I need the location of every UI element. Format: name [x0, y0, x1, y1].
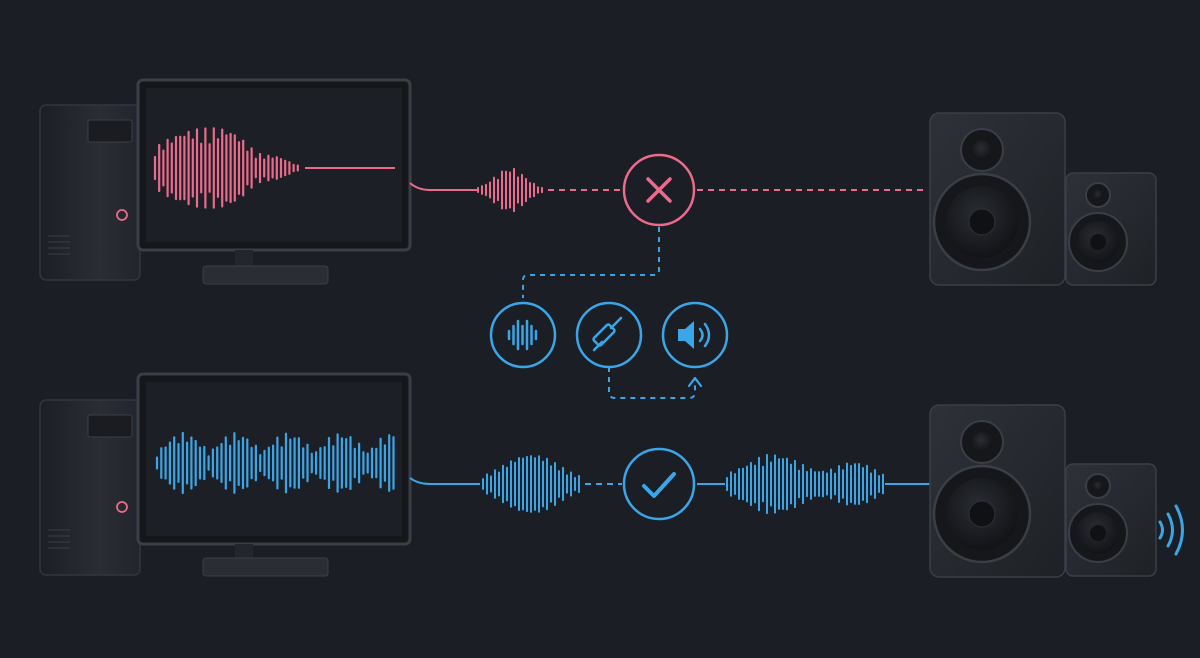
cable-waveform-fading [477, 167, 543, 213]
power-led-icon [116, 501, 128, 513]
cable-waveform [482, 455, 580, 513]
x-icon [646, 177, 672, 203]
step-audio-wave [489, 301, 557, 369]
power-led-icon [116, 209, 128, 221]
speaker-volume-icon [678, 321, 711, 349]
failed-cable [409, 182, 478, 191]
dashed-connector [522, 227, 660, 298]
arrow-up-icon [687, 376, 703, 388]
checkmark-icon [642, 472, 676, 498]
troubleshoot-path [489, 227, 729, 399]
monitor-waveform-distorted [153, 127, 299, 209]
large-speaker [929, 404, 1066, 578]
dashed-connector [608, 367, 696, 399]
failed-row [39, 78, 1157, 286]
audio-jack-icon [592, 316, 623, 352]
step-speaker-volume [661, 301, 729, 369]
working-cable [409, 477, 480, 485]
audio-wave-icon [507, 319, 538, 351]
step-audio-jack [575, 301, 643, 369]
small-speaker [1065, 172, 1157, 286]
speaker-pair [929, 404, 1184, 578]
monitor [136, 78, 412, 285]
computer-tower [39, 104, 141, 281]
monitor-waveform-clean [155, 431, 395, 495]
small-speaker [1065, 463, 1157, 577]
computer-tower [39, 399, 141, 576]
sound-waves-icon [1158, 504, 1184, 556]
large-speaker [929, 112, 1066, 286]
speaker-pair [929, 112, 1157, 286]
working-row [39, 372, 1184, 578]
output-waveform [726, 453, 884, 515]
success-status [622, 447, 696, 521]
error-status [622, 153, 696, 227]
